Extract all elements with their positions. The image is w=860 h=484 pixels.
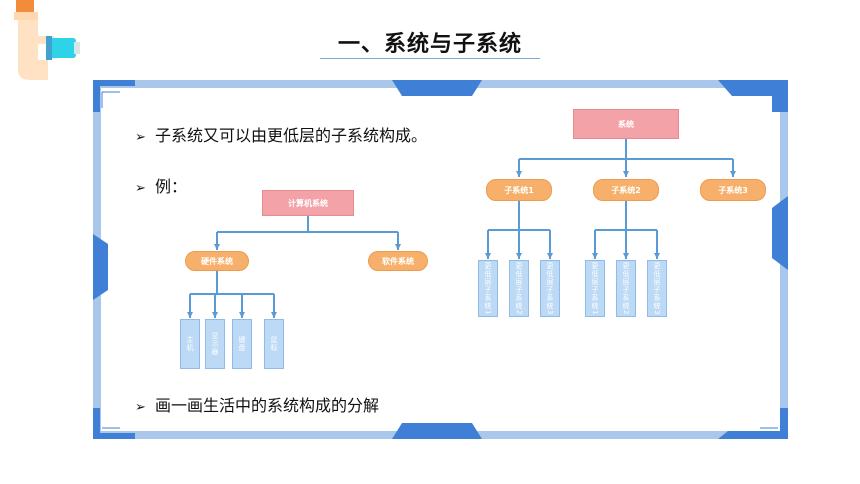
tree-node-subsystem-3: 子系统3: [700, 179, 766, 201]
tree-node-subsystem-1: 子系统1: [486, 179, 552, 201]
tree-node-software: 软件系统: [368, 251, 428, 271]
bullet-text: 子系统又可以由更低层的子系统构成。: [155, 126, 428, 145]
tree-leaf-lower-subsystem: 更低层子系统3: [540, 260, 560, 317]
bullet-exercise: ➢ 画一画生活中的系统构成的分解: [135, 392, 379, 416]
tree-leaf-host: 主机: [180, 319, 200, 369]
tree-leaf-lower-subsystem: 更低层子系统2: [509, 260, 529, 317]
bullet-text: 画一画生活中的系统构成的分解: [155, 396, 380, 415]
tree-leaf-keyboard: 键盘: [232, 319, 252, 369]
tree-leaf-mouse: 鼠标: [264, 319, 284, 369]
tree-leaf-lower-subsystem: 更低层子系统1: [478, 260, 498, 317]
tree-root-computer-system: 计算机系统: [262, 190, 354, 216]
bullet-example: ➢ 例：: [135, 173, 187, 197]
tree-leaf-lower-subsystem: 更低层子系统1: [585, 260, 605, 317]
bullet-arrow-icon: ➢: [135, 400, 146, 415]
tree-root-system: 系统: [573, 109, 679, 139]
bullet-arrow-icon: ➢: [135, 181, 146, 196]
title-underline: [320, 58, 540, 59]
tree-node-hardware: 硬件系统: [185, 251, 249, 271]
tree-leaf-lower-subsystem: 更低层子系统3: [647, 260, 667, 317]
bullet-text: 例：: [155, 177, 188, 196]
page-title: 一、系统与子系统: [337, 32, 522, 57]
tree-node-subsystem-2: 子系统2: [593, 179, 659, 201]
tree-leaf-lower-subsystem: 更低层子系统2: [616, 260, 636, 317]
hand-usb-illustration: [8, 0, 88, 84]
bullet-subsystems: ➢ 子系统又可以由更低层的子系统构成。: [135, 122, 427, 146]
bullet-arrow-icon: ➢: [135, 130, 146, 145]
tree-leaf-monitor: 显示器: [205, 319, 225, 369]
